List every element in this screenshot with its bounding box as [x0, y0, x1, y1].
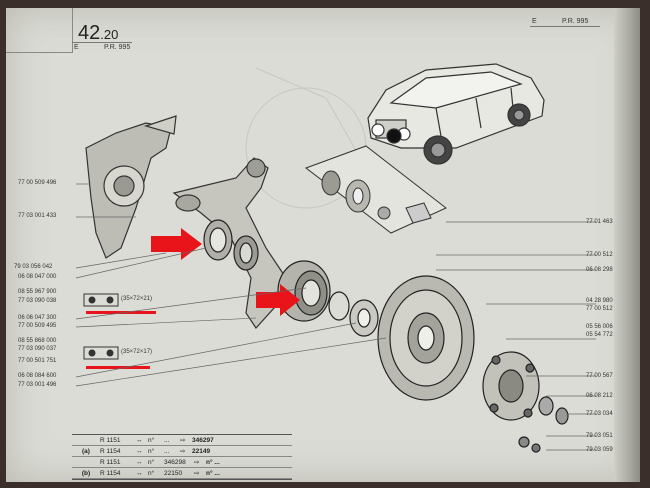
highlight-arrow-1 — [151, 228, 202, 260]
bearing-symbol-2 — [83, 346, 119, 360]
exploded-diagram — [75, 63, 596, 453]
part-ref: 04 28 980 400 — [586, 298, 625, 304]
arrow-icon: ⇨ — [180, 448, 186, 455]
part-ref: 77 00 512 000 — [586, 306, 625, 312]
row-num: n° — [148, 469, 155, 477]
part-ref: 06 06 047 300 — [18, 315, 57, 321]
row-from: 346298 — [164, 458, 186, 466]
row-symbol: ↔ — [136, 436, 143, 444]
bearing-dims-1: (35×72×21) — [121, 296, 153, 302]
row-label: (b) — [81, 469, 91, 477]
part-ref: 05 54 772 000 — [586, 332, 625, 338]
header-small-right: E — [532, 18, 537, 25]
stub-axle-carrier — [85, 115, 177, 259]
table-row: (b) R 1154 ↔ n° 22150 ⇨ n° ... — [72, 468, 292, 479]
row-num: n° — [148, 458, 155, 466]
bearing-symbol-1 — [83, 293, 119, 307]
row-value: 22149 — [192, 447, 211, 455]
car-illustration — [367, 63, 545, 165]
row-symbol: ↔ — [136, 458, 143, 466]
part-ref: 79 03 056 042 — [14, 264, 53, 270]
wheel-hub — [482, 351, 569, 453]
part-ref: 05 56 006 000 — [586, 324, 625, 330]
row-model: R 1151 — [100, 436, 121, 444]
part-ref: 08 55 967 900 — [18, 289, 57, 295]
part-ref: 77 03 090 037 — [18, 346, 57, 352]
row-model: R 1151 — [100, 458, 121, 466]
catalogue-page: 42.20 E P.R. 995 E P.R. 995 77 00 509 49… — [6, 8, 640, 482]
header-pr-right: P.R. 995 — [562, 18, 589, 25]
row-from: 22150 — [164, 469, 183, 477]
header-pr-left: P.R. 995 — [104, 44, 131, 51]
book-binding — [614, 8, 640, 482]
row-model: R 1154 — [100, 447, 121, 455]
row-model: R 1154 — [100, 469, 121, 477]
part-ref: 77 03 034 110 — [586, 411, 624, 417]
row-from: ... — [164, 436, 170, 444]
part-ref: 79 03 059 240 — [586, 447, 625, 453]
row-value: n° ... — [206, 469, 220, 477]
part-ref: 77 00 501 751 — [18, 358, 57, 364]
inner-bearing — [203, 219, 259, 271]
brake-disc — [377, 275, 475, 401]
part-ref: 77 00 509 495 — [18, 323, 57, 329]
header-logo-box — [6, 8, 73, 53]
row-symbol: ↔ — [136, 447, 143, 455]
row-from: ... — [164, 447, 170, 455]
arrow-icon: ⇨ — [194, 459, 200, 466]
part-ref: 77 00 509 496 — [18, 180, 57, 186]
header-rule-right — [530, 26, 600, 27]
table-row: R 1151 ↔ n° ... ⇨ 346297 — [72, 435, 292, 446]
highlight-underline-2 — [86, 366, 150, 369]
part-ref: 06 08 047 000 — [18, 274, 57, 280]
part-ref: 77 01 463 806 — [586, 219, 625, 225]
header-rule-left — [72, 42, 132, 43]
arrow-icon: ⇨ — [194, 470, 200, 477]
row-label: (a) — [82, 447, 90, 455]
part-ref: 77 00 512 000 — [586, 252, 625, 258]
table-row: R 1151 ↔ n° 346298 ⇨ n° ... — [72, 457, 292, 468]
part-ref: 06 08 212 900 — [586, 393, 625, 399]
part-ref: 77 03 001 496 — [18, 382, 57, 388]
bearing-dims-2: (35×72×17) — [121, 349, 153, 355]
row-symbol: ↔ — [136, 469, 143, 477]
page-number-sub: .20 — [100, 27, 119, 42]
row-num: n° — [148, 436, 155, 444]
part-ref: 77 00 567 200 — [586, 373, 625, 379]
part-ref: 77 03 001 433 — [18, 213, 57, 219]
part-ref: 77 03 090 038 — [18, 298, 57, 304]
row-num: n° — [148, 447, 155, 455]
part-ref: 06 08 084 600 — [18, 373, 57, 379]
part-ref: 79 03 051 100 — [586, 433, 625, 439]
part-ref: 06 08 298 700 — [586, 267, 625, 273]
highlight-arrow-2 — [256, 284, 300, 316]
row-value: 346297 — [192, 436, 214, 444]
arrow-icon: ⇨ — [180, 437, 186, 444]
bearing-kit-inset — [304, 145, 447, 234]
page-number-main: 42 — [78, 22, 101, 44]
part-ref: 08 55 868 000 — [18, 338, 57, 344]
page-number: 42.20 — [78, 22, 118, 45]
highlight-underline-1 — [86, 311, 156, 314]
header-small-left: E — [74, 44, 79, 51]
table-row: (a) R 1154 ↔ n° ... ⇨ 22149 — [72, 446, 292, 457]
serial-number-table: R 1151 ↔ n° ... ⇨ 346297 (a) R 1154 ↔ n°… — [72, 434, 292, 480]
row-value: n° ... — [206, 458, 220, 466]
